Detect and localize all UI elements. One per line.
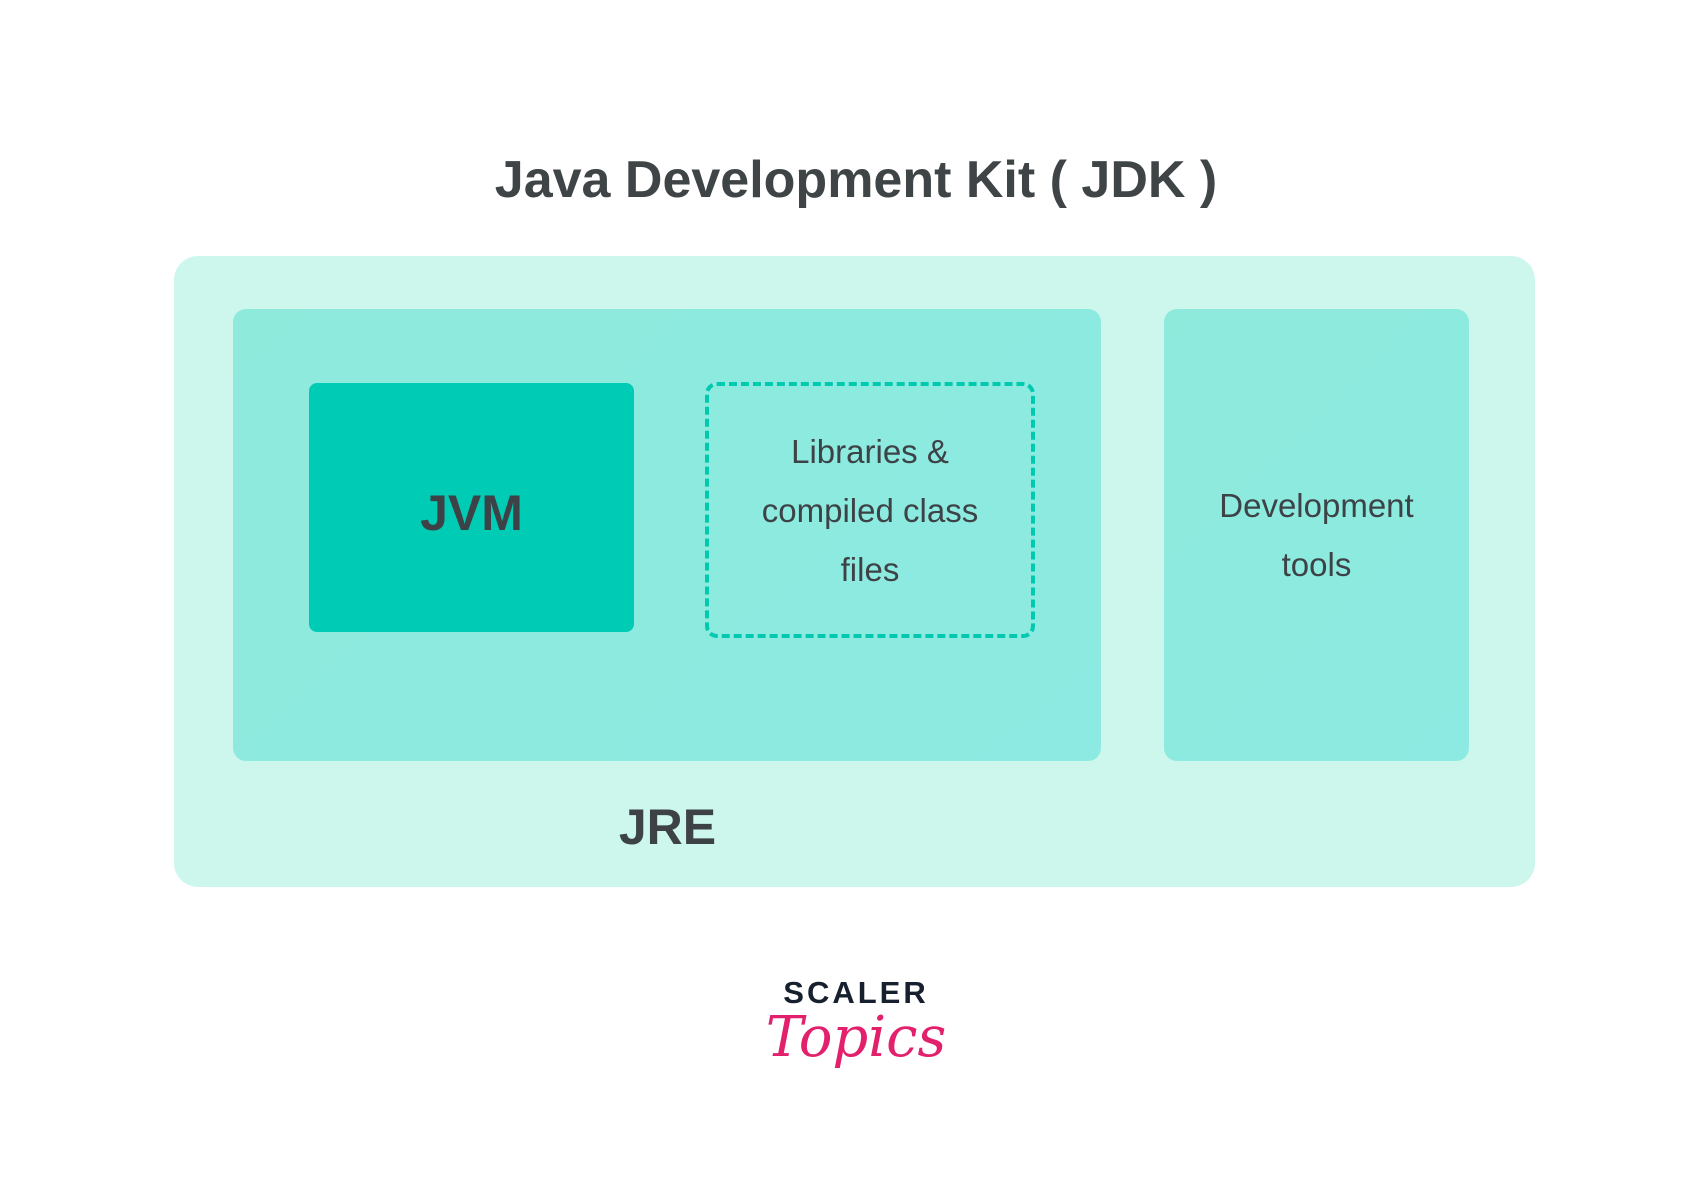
jvm-label: JVM [420, 484, 523, 541]
jre-label: JRE [618, 799, 717, 855]
scaler-topics-logo: SCALER Topics [756, 975, 956, 1105]
development-tools-label: Development tools [1219, 476, 1413, 594]
diagram-title: Java Development Kit ( JDK ) [494, 151, 1218, 209]
libraries-box: Libraries & compiled class files [705, 382, 1035, 638]
jvm-box: JVM [309, 383, 634, 632]
logo-scaler-text: SCALER [783, 975, 929, 1010]
libraries-label: Libraries & compiled class files [762, 422, 978, 599]
dev-tools-line: Development [1219, 487, 1414, 524]
libraries-line: files [840, 550, 900, 588]
logo-topics-text: Topics [765, 1005, 947, 1070]
libraries-line: compiled class [761, 491, 979, 529]
libraries-line: Libraries & [791, 432, 949, 470]
dev-tools-line: tools [1281, 546, 1352, 583]
development-tools-box: Development tools [1164, 309, 1469, 761]
